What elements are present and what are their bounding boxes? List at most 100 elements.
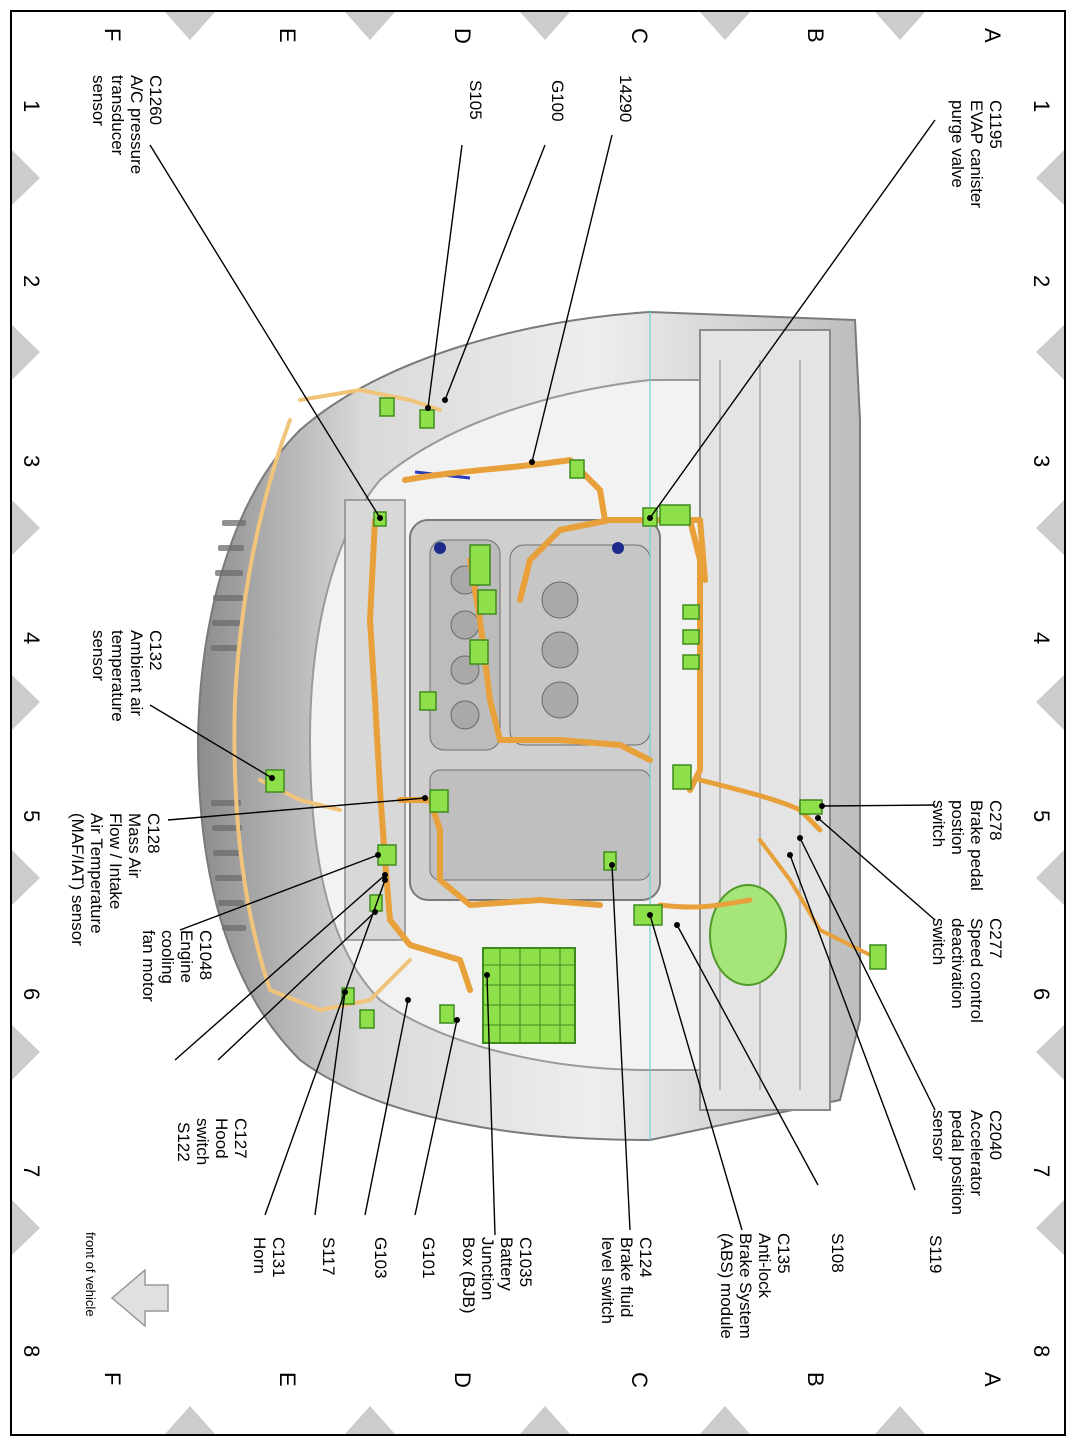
leader-c277 <box>817 817 936 921</box>
leader-14290 <box>531 134 613 463</box>
callout-line: S117 <box>319 1237 338 1275</box>
grid-markers <box>12 12 1064 1434</box>
grid-number: 7 <box>19 1165 44 1177</box>
callout-line: cooling <box>158 930 177 984</box>
leader-c135 <box>649 914 743 1231</box>
grid-number: 8 <box>19 1345 44 1357</box>
callout-line: Flow / Intake <box>106 813 125 909</box>
callout-line: G103 <box>371 1237 390 1279</box>
callout-line: S122 <box>174 1122 193 1162</box>
callout-line: Brake fluid <box>617 1237 636 1317</box>
leader-c1260 <box>149 144 381 519</box>
callout-line: temperature <box>108 630 127 722</box>
callout-line: Horn <box>250 1237 269 1274</box>
callout-line: G101 <box>419 1237 438 1279</box>
callout-line: Anti-lock <box>755 1233 774 1299</box>
leader-c124 <box>611 864 631 1231</box>
callout-s105: S105 <box>466 80 485 120</box>
callout-line: Mass Air <box>125 813 144 879</box>
grille <box>211 520 246 931</box>
callout-line: C278 <box>986 800 1005 841</box>
callout-line: switch <box>929 800 948 847</box>
leader-arrowheads <box>269 397 825 1023</box>
grid-number: 6 <box>19 988 44 1000</box>
callout-line: deactivation <box>948 918 967 1009</box>
callout-line: C135 <box>774 1233 793 1274</box>
grid-number: 3 <box>19 455 44 467</box>
callout-line: pedal position <box>948 1110 967 1215</box>
callout-line: Box (BJB) <box>459 1237 478 1314</box>
grid-numbers-right: 1 2 3 4 5 6 7 8 <box>1029 100 1054 1357</box>
leader-lines <box>149 119 936 1236</box>
grid-number: 5 <box>19 810 44 822</box>
callout-line: purge valve <box>948 100 967 188</box>
leader-g103 <box>364 999 409 1216</box>
grid-letter: A <box>980 28 1005 43</box>
callout-g103: G103 <box>371 1237 390 1279</box>
leader-g101 <box>414 1019 458 1216</box>
leader-c131 <box>264 879 386 1216</box>
callout-s122: S122 <box>174 1122 193 1162</box>
callout-g100: G100 <box>548 80 567 122</box>
grid-letter: B <box>803 28 828 43</box>
grid-number: 6 <box>1029 988 1054 1000</box>
grid-letter: E <box>275 1372 300 1387</box>
battery-junction-box <box>482 947 576 1044</box>
callout-line: C124 <box>636 1237 655 1278</box>
callout-line: (MAF/IAT) sensor <box>68 813 87 946</box>
grid-number: 2 <box>19 275 44 287</box>
callout-line: S119 <box>926 1235 945 1273</box>
callout-s117: S117 <box>319 1237 338 1275</box>
leader-s117 <box>314 991 346 1216</box>
grid-letter: A <box>980 1372 1005 1387</box>
callout-line: C1260 <box>146 75 165 125</box>
callout-line: C127 <box>231 1118 250 1159</box>
callout-line: C277 <box>986 918 1005 959</box>
callout-line: G100 <box>548 80 567 122</box>
callout-line: Hood <box>212 1118 231 1159</box>
callout-g101: G101 <box>419 1237 438 1279</box>
grid-number: 7 <box>1029 1165 1054 1177</box>
callout-line: C128 <box>144 813 163 854</box>
callout-line: C1035 <box>516 1237 535 1287</box>
callout-line: Brake pedal <box>967 800 986 891</box>
grid-number: 8 <box>1029 1345 1054 1357</box>
leader-c1048 <box>179 854 379 931</box>
grid-letter: D <box>450 28 475 44</box>
grid-number: 3 <box>1029 455 1054 467</box>
leader-s119 <box>789 854 916 1191</box>
callout-line: EVAP canister <box>967 100 986 208</box>
callout-line: Junction <box>478 1237 497 1300</box>
grid-letter: F <box>100 28 125 41</box>
callout-line: transducer <box>108 75 127 156</box>
callout-line: fan motor <box>139 930 158 1002</box>
grid-number: 4 <box>19 632 44 644</box>
brake-booster <box>709 884 787 986</box>
leader-c132 <box>149 704 273 779</box>
callout-line: Ambient air <box>127 630 146 716</box>
grid-letters-top: A B C D E F <box>100 28 1005 44</box>
leader-c128 <box>167 797 426 821</box>
callout-line: postion <box>948 800 967 855</box>
callout-line: 14290 <box>616 75 635 122</box>
callout-line: C131 <box>269 1237 288 1278</box>
callout-line: Air Temperature <box>87 813 106 934</box>
callout-line: Battery <box>497 1237 516 1291</box>
leader-c127 <box>217 911 376 1061</box>
callout-line: S105 <box>466 80 485 120</box>
callout-line: A/C pressure <box>127 75 146 174</box>
grid-number: 5 <box>1029 810 1054 822</box>
callout-line: S108 <box>828 1233 847 1273</box>
grid-letter: D <box>450 1372 475 1388</box>
page-border <box>10 10 1066 1436</box>
leader-c278 <box>821 804 936 807</box>
leader-g100 <box>444 144 546 401</box>
